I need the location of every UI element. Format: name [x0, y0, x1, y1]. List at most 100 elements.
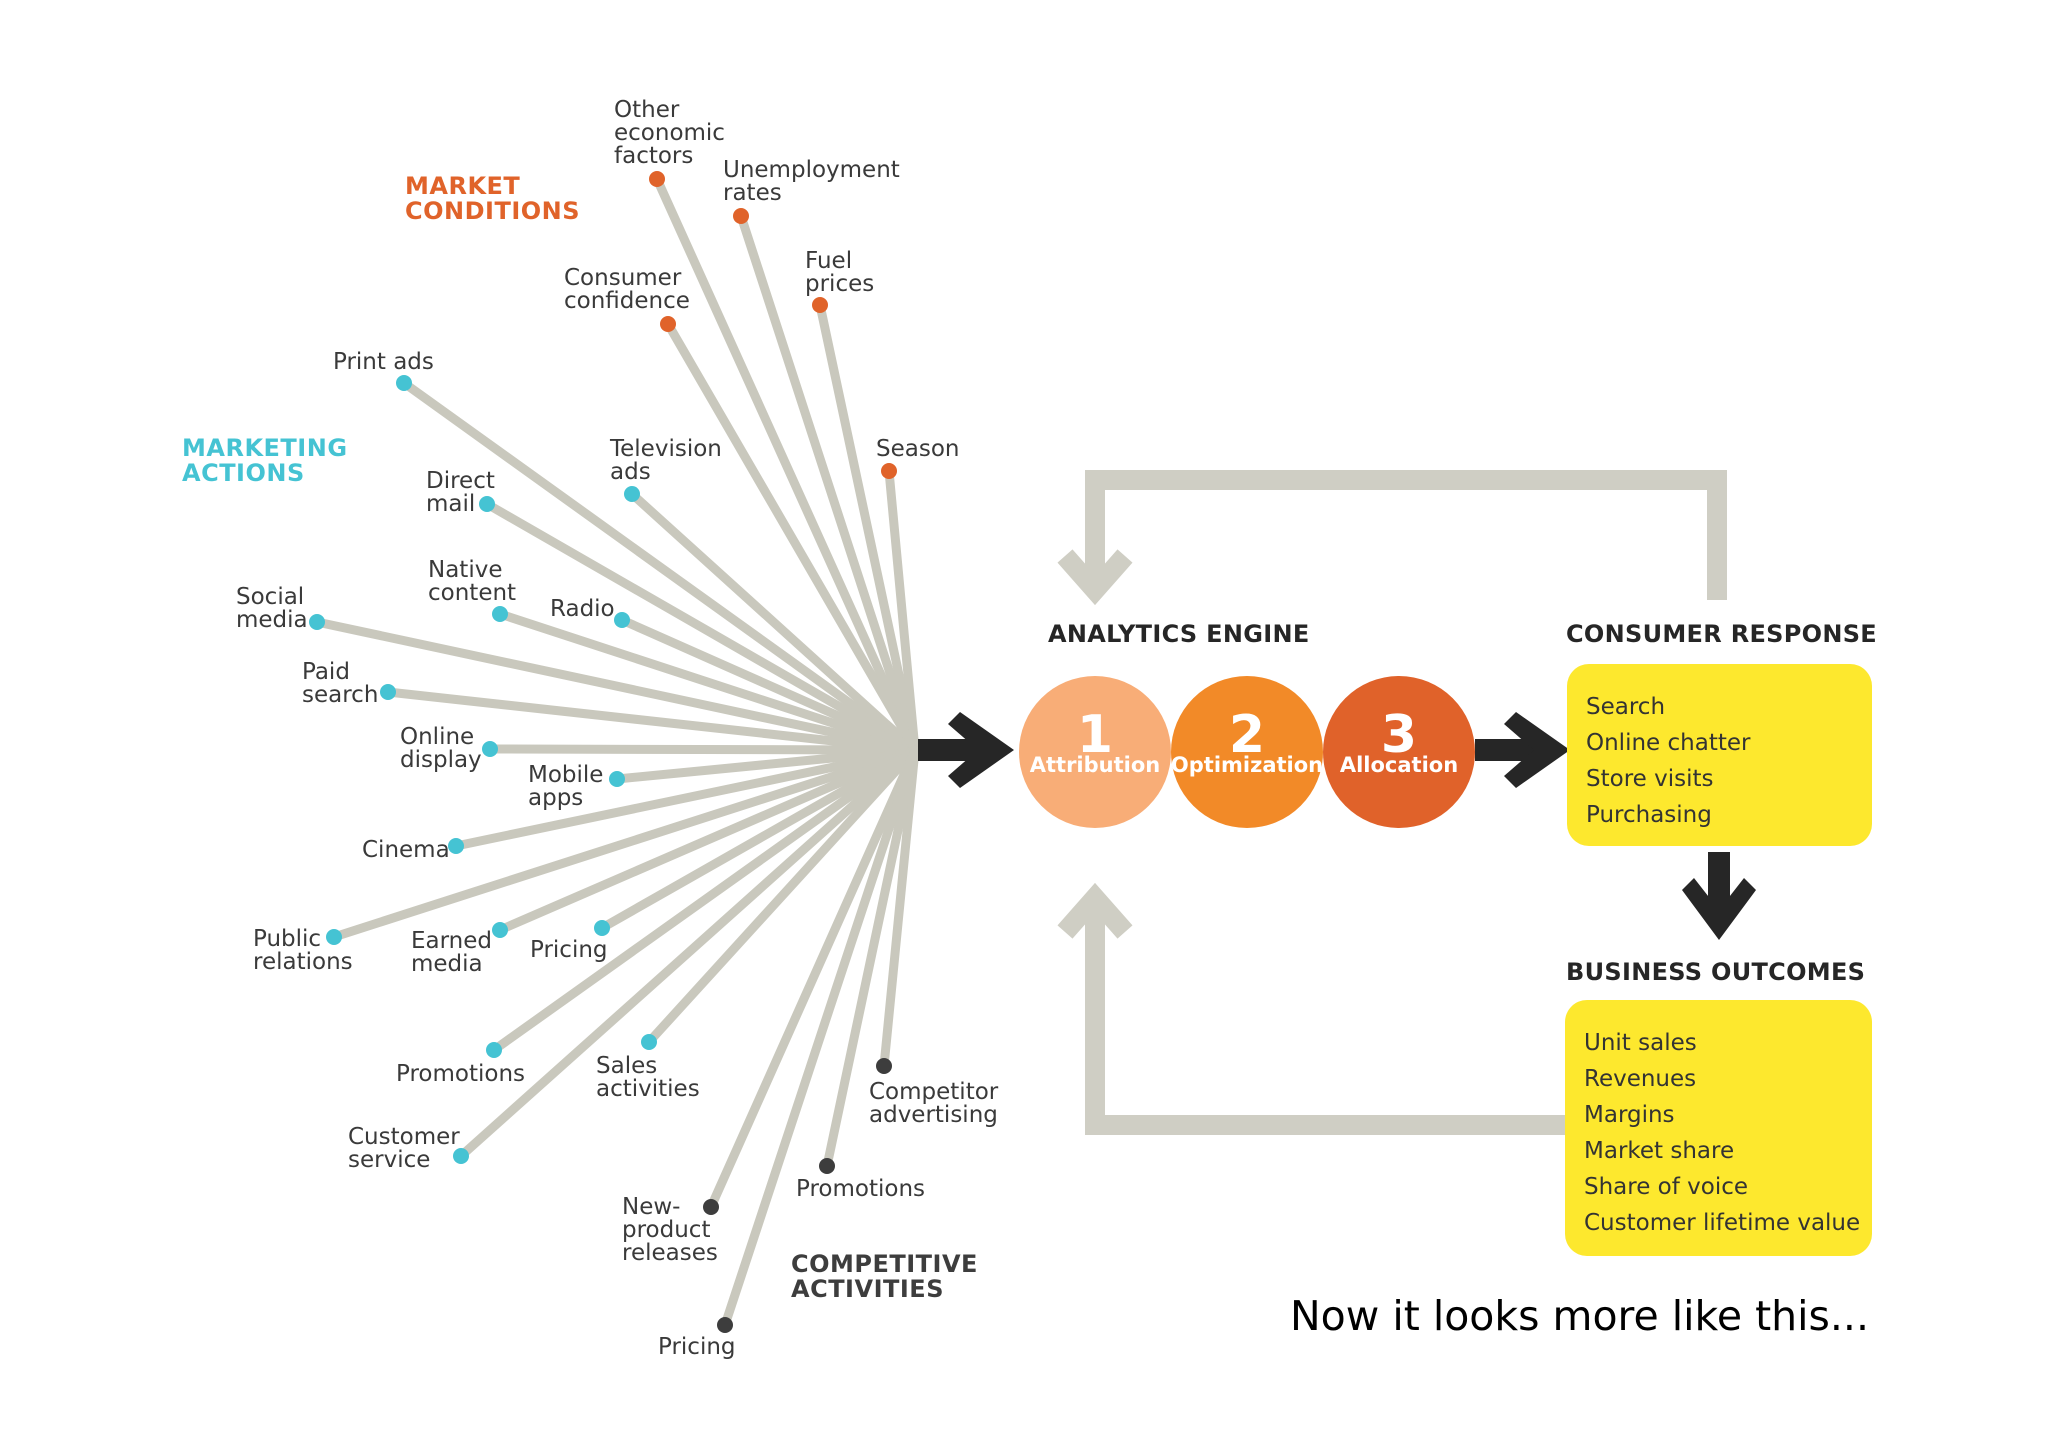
ray-competitive-3 [720, 745, 920, 1330]
dot-marketing-12 [594, 920, 610, 936]
step-optimization-circle [1171, 676, 1323, 828]
dot-competitive-1 [819, 1158, 835, 1174]
label-marketing-9: Cinema [362, 837, 450, 863]
step-attribution-label: Attribution [1030, 753, 1160, 777]
label-marketing-0: Print ads [333, 349, 434, 375]
step-attribution: 1 Attribution [1019, 676, 1171, 828]
dot-market-0 [649, 171, 665, 187]
dot-competitive-0 [876, 1058, 892, 1074]
dot-marketing-0 [396, 375, 412, 391]
label-competitive-3: Pricing [658, 1334, 736, 1360]
step-allocation-number: 3 [1381, 705, 1417, 765]
label-market-4: Season [876, 436, 959, 462]
ray-market-2 [815, 300, 920, 755]
factor-dots [309, 171, 897, 1333]
dot-competitive-3 [717, 1317, 733, 1333]
step-attribution-circle [1019, 676, 1171, 828]
consumer-response-item: Search [1586, 694, 1665, 720]
step-allocation-label: Allocation [1340, 753, 1458, 777]
dot-market-3 [660, 316, 676, 332]
feedback-loop-bottom [1057, 882, 1565, 1135]
ray-marketing-12 [597, 745, 920, 933]
ray-marketing-4 [617, 615, 920, 755]
ray-marketing-3 [495, 609, 920, 755]
dot-marketing-3 [492, 606, 508, 622]
ray-market-4 [884, 466, 920, 755]
ray-marketing-7 [485, 744, 920, 755]
dot-marketing-7 [482, 741, 498, 757]
dot-marketing-2 [479, 496, 495, 512]
business-outcomes-item: Margins [1584, 1102, 1675, 1128]
label-marketing-4: Radio [550, 596, 615, 622]
dot-marketing-1 [624, 486, 640, 502]
label-marketing-12: Pricing [530, 937, 608, 963]
ray-marketing-2 [482, 499, 920, 755]
category-competitive-activities: COMPETITIVE ACTIVITIES [791, 1250, 987, 1303]
ray-competitive-1 [822, 745, 920, 1171]
analytics-engine-title: ANALYTICS ENGINE [1048, 620, 1310, 648]
step-allocation-circle [1323, 676, 1475, 828]
arrow-to-business-outcomes [1682, 852, 1756, 940]
ray-marketing-13 [489, 745, 920, 1055]
business-outcomes-item: Unit sales [1584, 1030, 1697, 1056]
ray-marketing-9 [451, 745, 920, 851]
ray-marketing-5 [312, 617, 920, 755]
factor-rays [312, 174, 920, 1330]
ray-marketing-1 [627, 489, 920, 755]
dot-market-2 [812, 297, 828, 313]
dot-marketing-14 [641, 1034, 657, 1050]
ray-market-1 [736, 211, 920, 755]
dot-competitive-2 [703, 1199, 719, 1215]
business-outcomes-item: Share of voice [1584, 1174, 1748, 1200]
business-outcomes-item: Market share [1584, 1138, 1734, 1164]
category-marketing-actions: MARKETING ACTIONS [182, 434, 356, 487]
ray-marketing-11 [495, 745, 920, 935]
arrow-to-engine [918, 712, 1014, 788]
ray-marketing-6 [383, 687, 920, 755]
ray-marketing-15 [456, 745, 920, 1161]
step-allocation: 3 Allocation [1323, 676, 1475, 828]
ray-competitive-0 [879, 745, 920, 1071]
dot-marketing-5 [309, 614, 325, 630]
ray-competitive-2 [706, 745, 920, 1212]
dot-marketing-6 [380, 684, 396, 700]
ray-marketing-8 [612, 745, 920, 784]
consumer-response-item: Purchasing [1586, 802, 1712, 828]
step-optimization-number: 2 [1229, 705, 1265, 765]
ray-marketing-14 [644, 745, 920, 1047]
dot-marketing-9 [448, 838, 464, 854]
dot-marketing-11 [492, 922, 508, 938]
dot-marketing-4 [614, 612, 630, 628]
consumer-response-item: Store visits [1586, 766, 1713, 792]
consumer-response-item: Online chatter [1586, 730, 1751, 756]
business-outcomes-box [1565, 1000, 1872, 1256]
dot-marketing-10 [326, 929, 342, 945]
business-outcomes-item: Revenues [1584, 1066, 1696, 1092]
business-outcomes-item: Customer lifetime value [1584, 1210, 1860, 1236]
dot-market-4 [881, 463, 897, 479]
step-attribution-number: 1 [1077, 705, 1113, 765]
arrow-to-consumer-response [1475, 712, 1570, 788]
ray-marketing-10 [329, 745, 920, 942]
dot-marketing-13 [486, 1042, 502, 1058]
label-competitive-1: Promotions [796, 1176, 925, 1202]
consumer-response-title: CONSUMER RESPONSE [1566, 620, 1877, 648]
step-optimization-label: Optimization [1171, 753, 1323, 777]
dot-marketing-8 [609, 771, 625, 787]
consumer-response-box [1567, 664, 1872, 846]
